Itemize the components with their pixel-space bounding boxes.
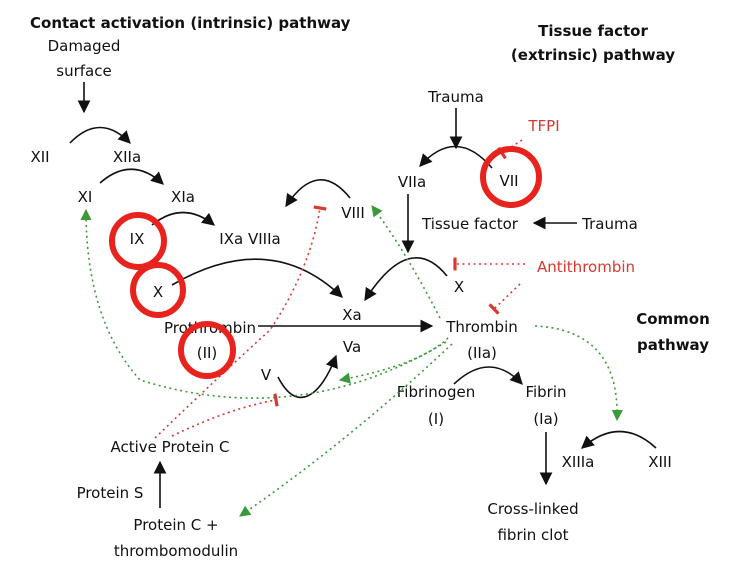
thrombin-activates-v-line xyxy=(338,337,449,384)
fibrinogen-to-fibrin-arrow xyxy=(453,366,523,385)
fibrinogen-label: Fibrinogen xyxy=(397,383,476,401)
common-pathway-title-line1: Common xyxy=(636,310,710,328)
highlight-circle-ix xyxy=(109,212,167,270)
factor-v-label: V xyxy=(261,366,272,384)
extrinsic-pathway-title-line1: Tissue factor xyxy=(538,22,648,40)
tfpi-label: TFPI xyxy=(527,117,559,135)
factor-x-right-label: X xyxy=(454,278,464,296)
xi-to-xia-arrow xyxy=(99,168,164,185)
antithrombin-inhibits-thrombin-line xyxy=(488,283,521,315)
trauma-top-label: Trauma xyxy=(427,88,484,106)
xii-to-xiia-arrow xyxy=(69,126,131,144)
factor-xi-label: XI xyxy=(78,188,93,206)
vii-to-viia-arrow xyxy=(419,145,493,169)
damaged-surface-label-line1: Damaged xyxy=(48,37,121,55)
ix-to-ixa-arrow xyxy=(151,211,215,226)
factor-ix-label: IX xyxy=(130,230,145,248)
factor-vii-label: VII xyxy=(499,172,518,190)
thrombin-activates-xiii-line xyxy=(534,325,623,422)
fibrin-label: Fibrin xyxy=(525,383,566,401)
intrinsic-pathway-title: Contact activation (intrinsic) pathway xyxy=(30,14,351,32)
v-to-va-arrow xyxy=(277,354,338,399)
active-protein-c-label: Active Protein C xyxy=(111,438,230,456)
factor-iia-label: (IIa) xyxy=(467,344,497,362)
factor-xiiia-label: XIIIa xyxy=(562,453,595,471)
antithrombin-label: Antithrombin xyxy=(537,258,635,276)
highlight-circle-x xyxy=(130,262,186,318)
tissue-factor-label: Tissue factor xyxy=(421,215,519,233)
extrinsic-pathway-title-line2: (extrinsic) pathway xyxy=(511,46,675,64)
thrombin-to-protein-c-line xyxy=(239,343,453,517)
factor-viia-label: VIIa xyxy=(398,173,426,191)
damaged-surface-label-line2: surface xyxy=(56,62,111,80)
thrombin-label: Thrombin xyxy=(445,318,518,336)
factor-xia-label: XIa xyxy=(171,188,195,206)
protein-c-label-line2: thrombomodulin xyxy=(114,542,238,560)
thrombin-activates-xi-line xyxy=(80,208,447,399)
factor-xiii-label: XIII xyxy=(648,453,672,471)
factor-viii-label: VIII xyxy=(341,204,365,222)
protein-s-label: Protein S xyxy=(77,484,144,502)
trauma-right-label: Trauma xyxy=(581,215,638,233)
x-to-xa-arrow xyxy=(171,258,343,298)
factor-ia-label: (Ia) xyxy=(533,410,558,428)
x-to-xa-extrinsic-arrow xyxy=(364,257,448,302)
xiii-to-xiiia-arrow xyxy=(581,430,657,449)
factor-x-left-label: X xyxy=(153,283,163,301)
protein-c-label-line1: Protein C + xyxy=(133,516,218,534)
viii-to-viiia-arrow xyxy=(285,179,351,208)
apc-inhibits-v-line xyxy=(171,393,279,437)
factor-xii-label: XII xyxy=(30,148,49,166)
factor-ii-label: (II) xyxy=(197,344,218,362)
factor-xa-label: Xa xyxy=(342,306,361,324)
factor-i-label: (I) xyxy=(428,410,444,428)
highlight-circle-ii xyxy=(178,321,236,379)
factor-ixa-viiia-label: IXa VIIIa xyxy=(219,230,280,248)
fibrin-clot-label-line2: fibrin clot xyxy=(497,526,568,544)
highlight-circle-vii xyxy=(480,146,542,208)
common-pathway-title-line2: pathway xyxy=(637,336,709,354)
factor-xiia-label: XIIa xyxy=(113,148,141,166)
cross-linked-label-line1: Cross-linked xyxy=(487,500,578,518)
factor-va-label: Va xyxy=(343,338,361,356)
